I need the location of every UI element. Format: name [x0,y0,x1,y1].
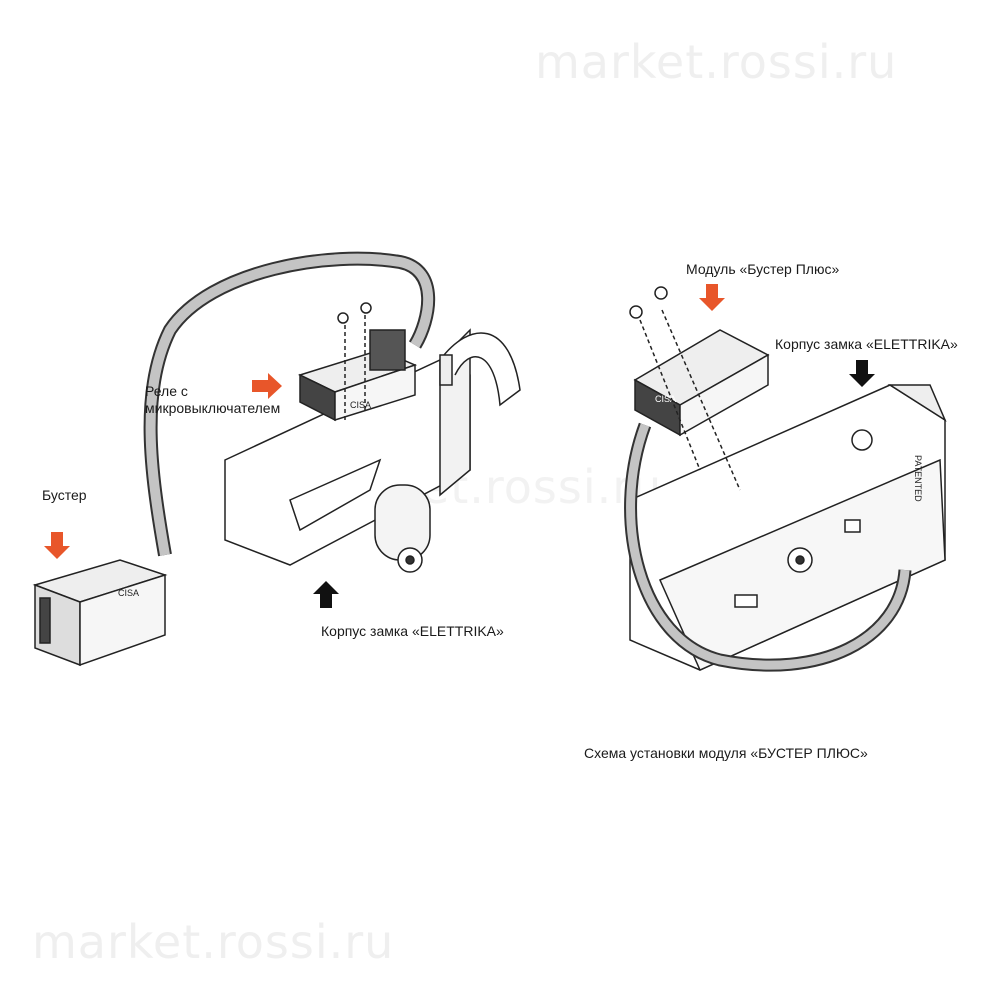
orange-arrow-booster-icon [44,532,70,559]
right-lock-body: PATENTED [629,384,947,671]
relay-microswitch: CISA [297,302,418,422]
relay-label: Реле с микровыключателем [145,383,280,417]
svg-text:CISA: CISA [655,394,676,404]
orange-arrow-relay-icon [252,373,282,399]
svg-text:CISA: CISA [350,400,371,410]
left-lock-body-label: Корпус замка «ELETTRIKA» [321,623,504,639]
watermark-top: market.rossi.ru [535,35,898,89]
booster-device: CISA [32,559,168,667]
diagram-caption: Схема установки модуля «БУСТЕР ПЛЮС» [584,745,868,761]
right-lock-body-label: Корпус замка «ELETTRIKA» [775,336,958,352]
left-lock-body [224,328,521,573]
svg-text:CISA: CISA [118,588,139,598]
black-arrow-lock-left-icon [313,581,339,608]
module-label: Модуль «Бустер Плюс» [686,261,840,277]
relay-label-line1: Реле с [145,383,188,399]
svg-text:PATENTED: PATENTED [913,455,923,502]
relay-label-line2: микровыключателем [145,400,281,416]
black-arrow-lock-right-icon [849,360,875,387]
watermark-bottom: market.rossi.ru [32,915,395,969]
booster-label: Бустер [42,487,87,503]
booster-plus-module: CISA [629,286,770,491]
orange-arrow-module-icon [699,284,725,311]
